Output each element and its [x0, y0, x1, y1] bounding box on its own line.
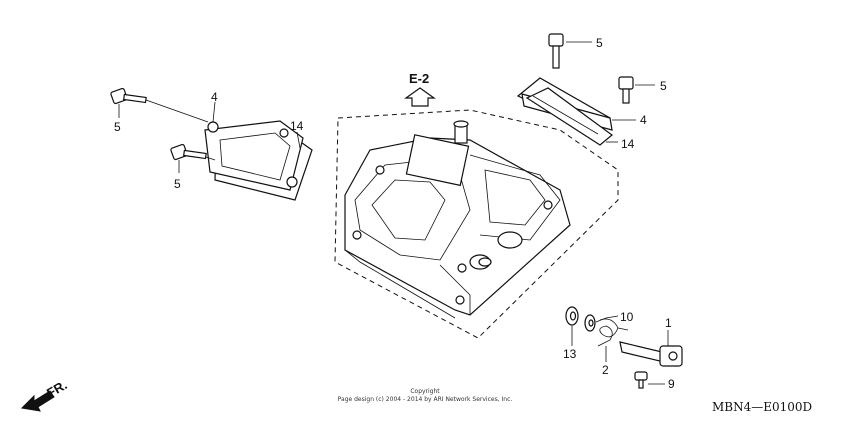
leader — [145, 99, 209, 123]
label-oil-seal: 13 — [563, 347, 577, 361]
cylinder-head — [344, 120, 571, 319]
right-upper-bolt — [548, 33, 564, 69]
label-spring: 2 — [602, 363, 609, 377]
copyright-line-2: Page design (c) 2004 - 2014 by ARI Netwo… — [338, 396, 513, 403]
bolt-9 — [634, 371, 648, 389]
return-spring — [597, 318, 629, 347]
leader — [296, 131, 301, 149]
label-right-cover: 4 — [640, 113, 647, 127]
leader — [205, 156, 216, 161]
right-lower-bolt — [618, 76, 634, 104]
label-left-gasket: 14 — [290, 119, 304, 133]
label-right-lower-bolt: 5 — [660, 79, 667, 93]
leader — [595, 315, 619, 323]
label-washer: 10 — [620, 310, 634, 324]
front-direction-arrow: FR. — [20, 377, 70, 412]
assembly-outline — [334, 109, 619, 339]
right-cover-assembly — [516, 77, 613, 146]
left-cover-assembly — [204, 120, 313, 201]
view-ref-label: E-2 — [409, 71, 429, 86]
left-upper-bolt — [110, 87, 147, 105]
governor-shaft — [619, 341, 683, 367]
label-right-gasket: 14 — [621, 137, 635, 151]
label-right-upper-bolt: 5 — [596, 36, 603, 50]
oil-seal — [565, 306, 579, 326]
label-left-upper-bolt: 5 — [114, 120, 121, 134]
leader — [212, 101, 216, 123]
front-arrow-icon — [20, 390, 55, 412]
left-lower-bolt — [170, 143, 207, 161]
up-arrow-icon — [404, 87, 436, 107]
washer — [584, 314, 596, 332]
label-shaft: 1 — [665, 316, 672, 330]
label-bolt-9: 9 — [668, 377, 675, 391]
copyright-line-1: Copyright — [410, 388, 440, 395]
label-left-cover: 4 — [211, 90, 218, 104]
diagram-code: MBN4—E0100D — [712, 400, 812, 414]
label-left-lower-bolt: 5 — [174, 177, 181, 191]
